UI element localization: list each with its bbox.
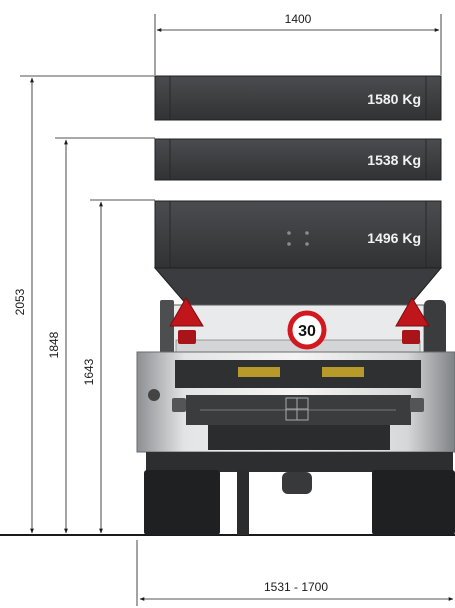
main-hopper: 1496 Kg bbox=[153, 200, 443, 313]
height-mid-label: 1848 bbox=[47, 331, 61, 358]
speed-limit-sign: 30 bbox=[287, 310, 327, 350]
speed-limit-value: 30 bbox=[298, 323, 316, 340]
top-width-label: 1400 bbox=[285, 12, 312, 26]
right-rear-wheel bbox=[372, 470, 455, 535]
top-width-dimension: 1400 bbox=[154, 12, 442, 75]
height-tall-label: 2053 bbox=[13, 288, 27, 315]
bottom-width-dimension: 1531 - 1700 bbox=[136, 540, 454, 606]
capacity-bottom-label: 1496 Kg bbox=[367, 230, 421, 246]
hopper-extension-top: 1580 Kg bbox=[154, 75, 442, 121]
left-rear-wheel bbox=[144, 470, 220, 535]
right-rear-reflector bbox=[395, 297, 430, 344]
bottom-width-label: 1531 - 1700 bbox=[264, 580, 328, 594]
rear-tank bbox=[136, 351, 455, 453]
capacity-middle-label: 1538 Kg bbox=[367, 152, 421, 168]
left-rear-reflector bbox=[169, 297, 204, 344]
truck-chassis bbox=[144, 452, 455, 535]
height-dimensions: 2053 1848 1643 bbox=[13, 75, 155, 534]
height-short-label: 1643 bbox=[82, 358, 96, 385]
hopper-extension-middle: 1538 Kg bbox=[154, 138, 442, 181]
capacity-top-label: 1580 Kg bbox=[367, 91, 421, 107]
